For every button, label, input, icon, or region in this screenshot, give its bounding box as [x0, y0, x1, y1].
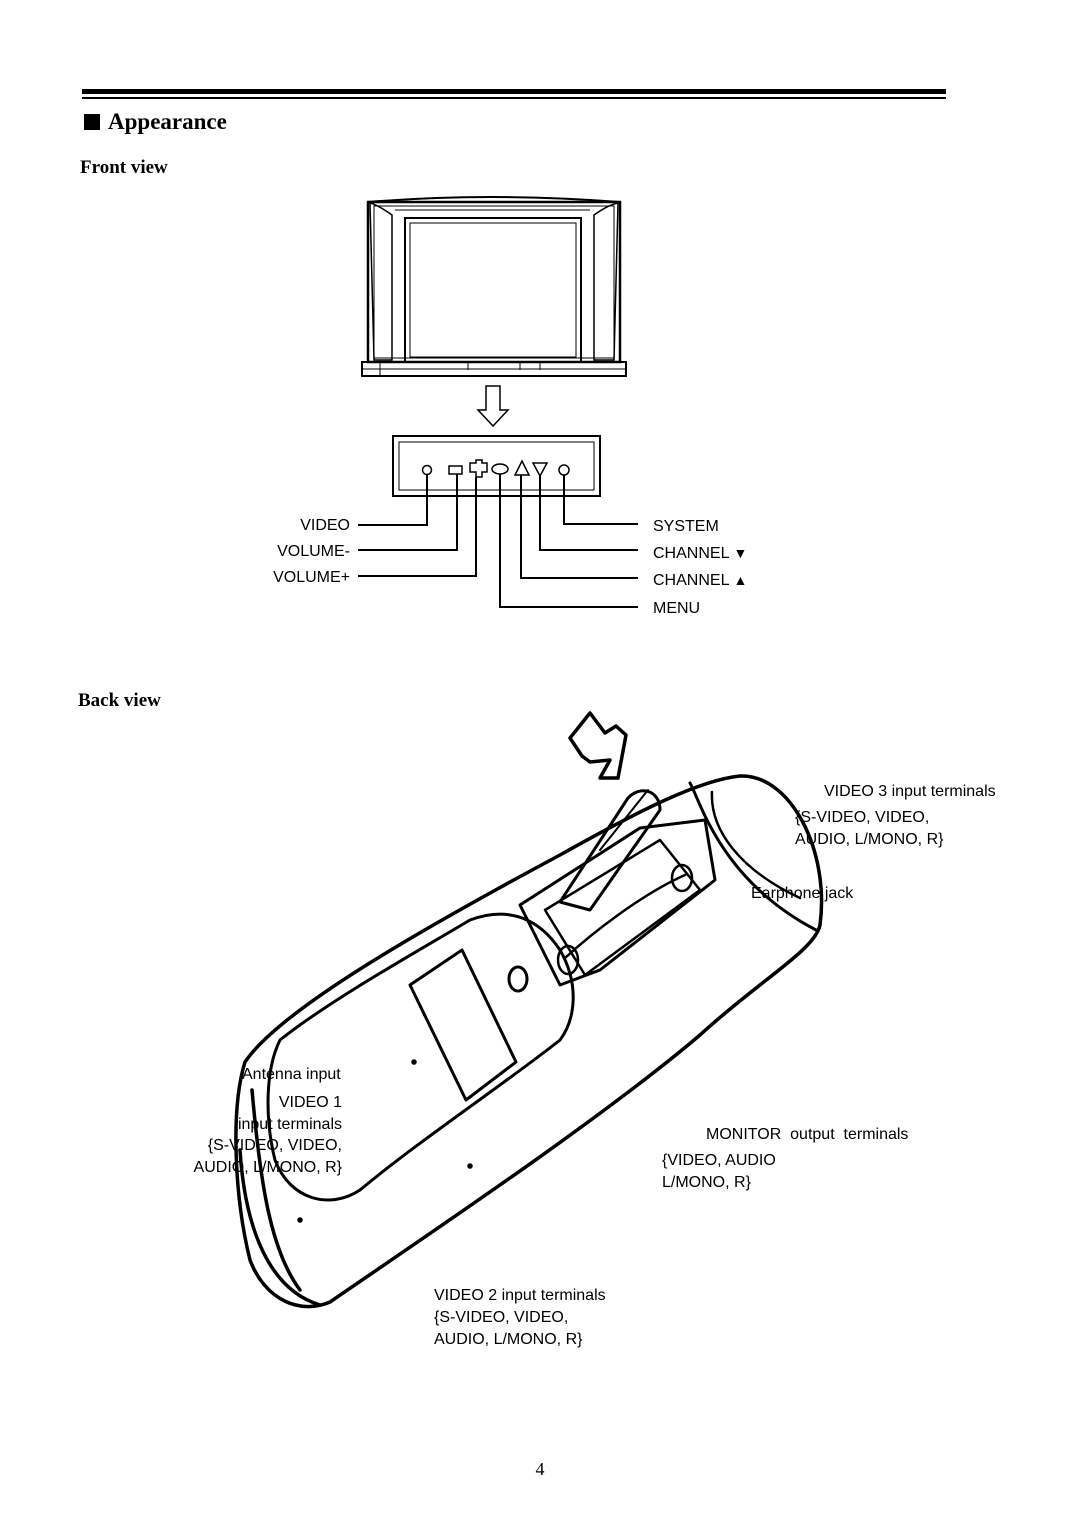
- label-channel-up: CHANNEL▲: [653, 573, 747, 589]
- label-system: SYSTEM: [653, 518, 719, 535]
- label-menu: MENU: [653, 600, 701, 617]
- label-video2-line1: VIDEO 2 input terminals: [434, 1287, 606, 1304]
- tv-front-illustration: [361, 196, 627, 377]
- label-channel-up-text: CHANNEL: [653, 572, 730, 589]
- label-volume-minus: VOLUME-: [277, 543, 350, 560]
- label-channel-down-text: CHANNEL: [653, 545, 730, 562]
- triangle-down-icon: ▼: [733, 545, 748, 561]
- section-title-text: Appearance: [108, 109, 227, 134]
- front-view-heading: Front view: [80, 157, 168, 178]
- back-view-heading: Back view: [78, 690, 161, 711]
- control-panel-illustration: [392, 435, 601, 497]
- label-antenna-input: Antenna input: [242, 1066, 341, 1083]
- label-video1-line1: VIDEO 1: [278, 1094, 342, 1111]
- curved-arrow-icon: [568, 711, 628, 780]
- leader-lines-right: [499, 474, 638, 608]
- label-video3-line1: VIDEO 3 input terminals: [824, 783, 996, 800]
- label-volume-plus: VOLUME+: [273, 569, 350, 586]
- label-monitor-line1: MONITOR output terminals: [706, 1126, 909, 1143]
- label-earphone-jack: Earphone jack: [751, 885, 854, 902]
- label-channel-down: CHANNEL▼: [653, 546, 747, 562]
- label-video3-line3: AUDIO, L/MONO, R}: [795, 831, 944, 848]
- leader-lines-left: [358, 474, 477, 577]
- triangle-up-icon: ▲: [733, 572, 748, 588]
- label-video2-line2: {S-VIDEO, VIDEO,: [434, 1309, 569, 1326]
- header-rule-thin: [82, 97, 946, 99]
- label-video1-line2: input terminals: [237, 1116, 342, 1133]
- label-video1-line4: AUDIO, L/MONO, R}: [193, 1159, 342, 1176]
- down-arrow-icon: [476, 385, 510, 428]
- label-monitor-line3: L/MONO, R}: [662, 1174, 751, 1191]
- page-number: 4: [535, 1459, 545, 1479]
- square-bullet-icon: [84, 114, 100, 130]
- label-video: VIDEO: [300, 517, 350, 534]
- header-rule-thick: [82, 89, 946, 94]
- section-title: Appearance: [84, 109, 227, 135]
- label-video2-line3: AUDIO, L/MONO, R}: [434, 1331, 583, 1348]
- label-video1-line3: {S-VIDEO, VIDEO,: [207, 1137, 342, 1154]
- label-monitor-line2: {VIDEO, AUDIO: [662, 1152, 776, 1169]
- label-video3-line2: {S-VIDEO, VIDEO,: [795, 809, 930, 826]
- tv-back-illustration: [234, 774, 824, 1309]
